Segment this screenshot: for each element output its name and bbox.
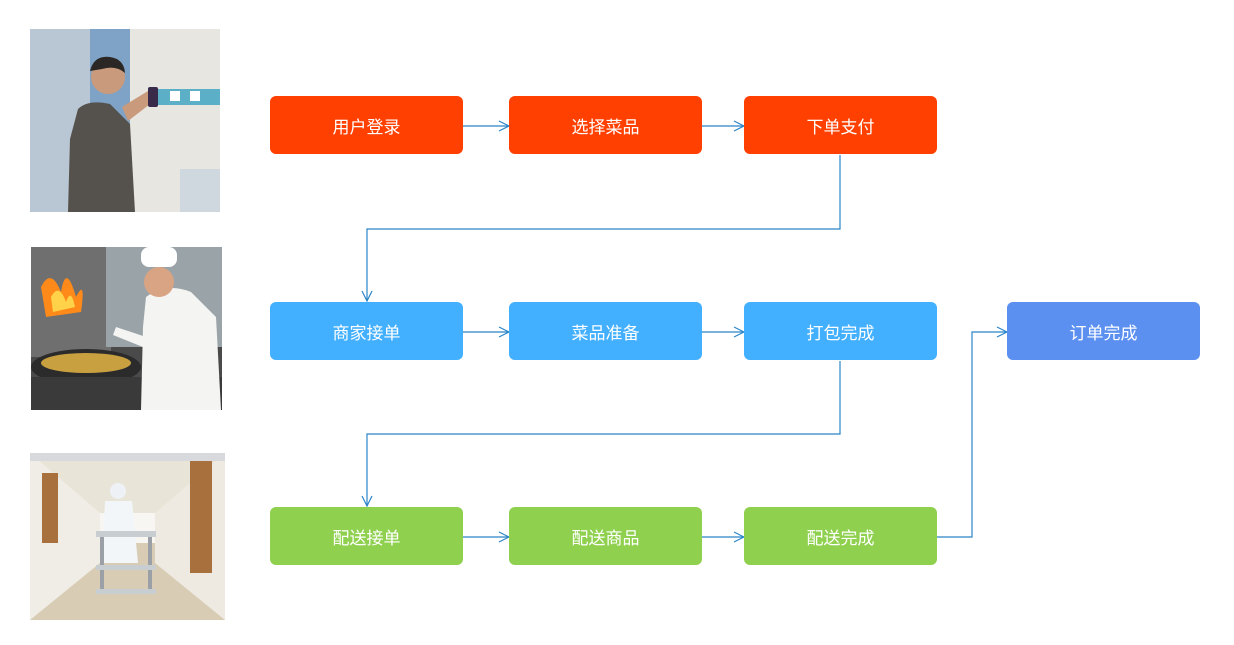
step-deliver-goods: 配送商品	[509, 507, 702, 565]
arrow-delivery-to-order-complete	[936, 332, 1007, 538]
step-packing-complete: 打包完成	[744, 302, 937, 360]
step-select-dishes: 选择菜品	[509, 96, 702, 154]
arrow-pack-to-delivery	[367, 361, 841, 506]
step-delivery-complete: 配送完成	[744, 507, 937, 565]
delivery-worker-photo	[30, 453, 225, 620]
patient-ordering-photo	[30, 29, 220, 212]
step-order-complete: 订单完成	[1007, 302, 1200, 360]
step-prepare-dishes: 菜品准备	[509, 302, 702, 360]
chef-cooking-photo	[31, 247, 222, 410]
step-user-login: 用户登录	[270, 96, 463, 154]
step-merchant-accept: 商家接单	[270, 302, 463, 360]
step-delivery-accept: 配送接单	[270, 507, 463, 565]
arrow-pay-to-merchant	[367, 155, 841, 301]
step-place-order-pay: 下单支付	[744, 96, 937, 154]
